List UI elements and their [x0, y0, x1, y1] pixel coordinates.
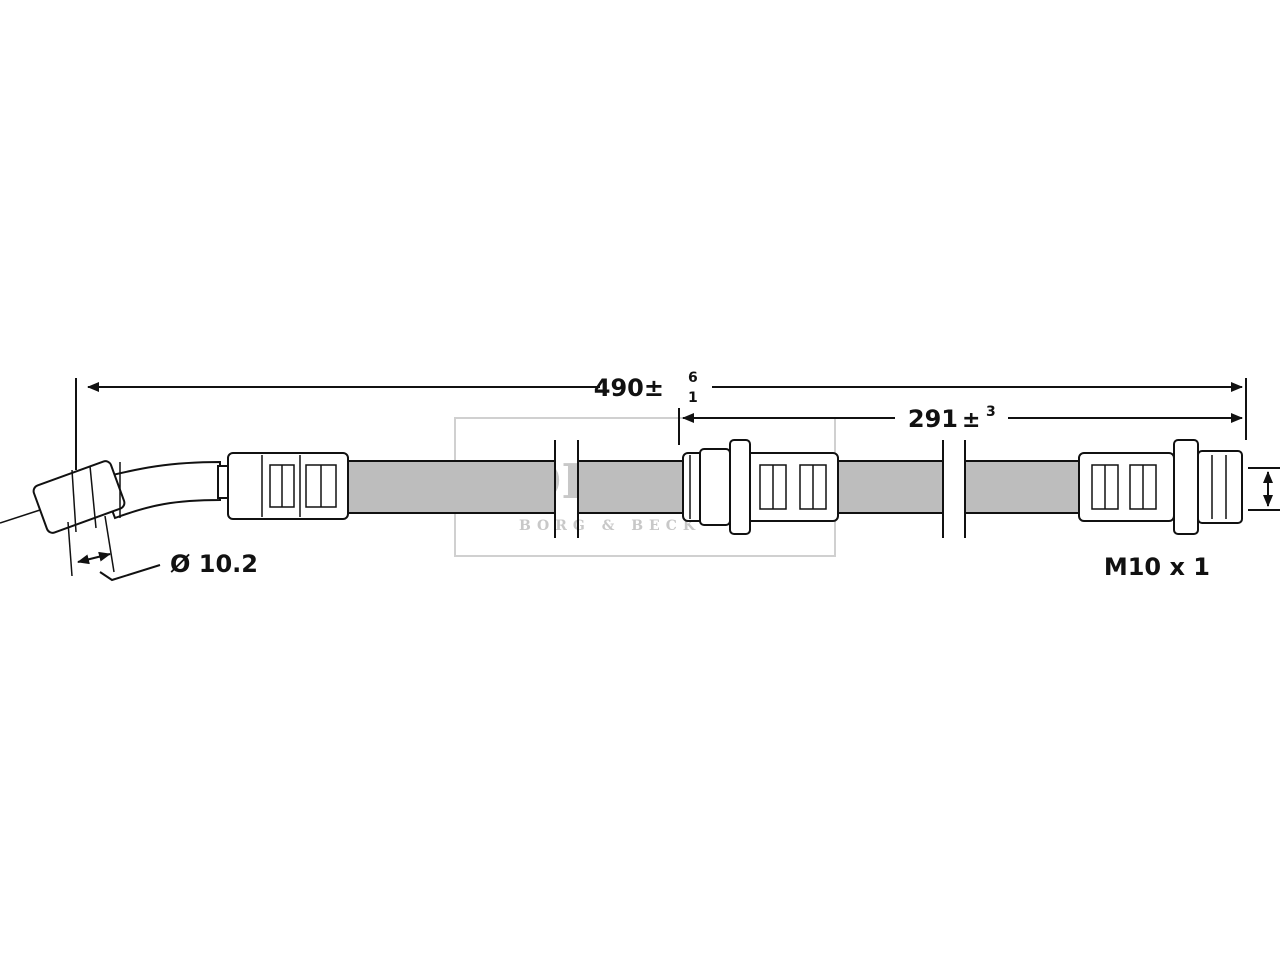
extension-lines — [75, 378, 1247, 470]
middle-hex-nut — [729, 439, 751, 535]
hose-segment-2 — [577, 460, 684, 514]
middle-fitting — [682, 439, 839, 535]
thread-label: M10 x 1 — [1104, 553, 1210, 581]
right-ferrule — [1078, 452, 1175, 522]
right-fitting — [1078, 439, 1243, 535]
hose — [346, 440, 1080, 538]
hose-segment-1 — [346, 460, 556, 514]
total-length-dimension: 490± 6 1 — [87, 370, 1243, 406]
partial-length-value: 291 — [908, 405, 958, 433]
hose-segment-4 — [964, 460, 1080, 514]
total-length-tol-lower: 1 — [688, 390, 698, 406]
left-ferrule — [227, 452, 349, 520]
hose-break-marks — [554, 440, 966, 538]
total-length-tol-upper: 6 — [688, 370, 698, 386]
partial-length-tol: 3 — [986, 404, 996, 420]
diameter-callout: Ø 10.2 — [67, 515, 258, 582]
left-fitting — [0, 452, 349, 534]
diameter-label: Ø 10.2 — [170, 550, 258, 578]
right-threaded-end — [1197, 450, 1243, 524]
hose-segment-3 — [834, 460, 944, 514]
middle-flange — [699, 448, 731, 526]
partial-length-dimension: 291 ± 3 — [682, 404, 1243, 433]
partial-length-sign: ± — [962, 408, 980, 433]
left-ferrule-collar — [217, 465, 229, 499]
total-length-value: 490± — [594, 374, 664, 402]
thread-dimension — [1248, 467, 1280, 511]
watermark-tagline: BORG & BECK — [519, 518, 701, 534]
banjo-body — [32, 460, 126, 534]
right-hex-nut — [1173, 439, 1199, 535]
